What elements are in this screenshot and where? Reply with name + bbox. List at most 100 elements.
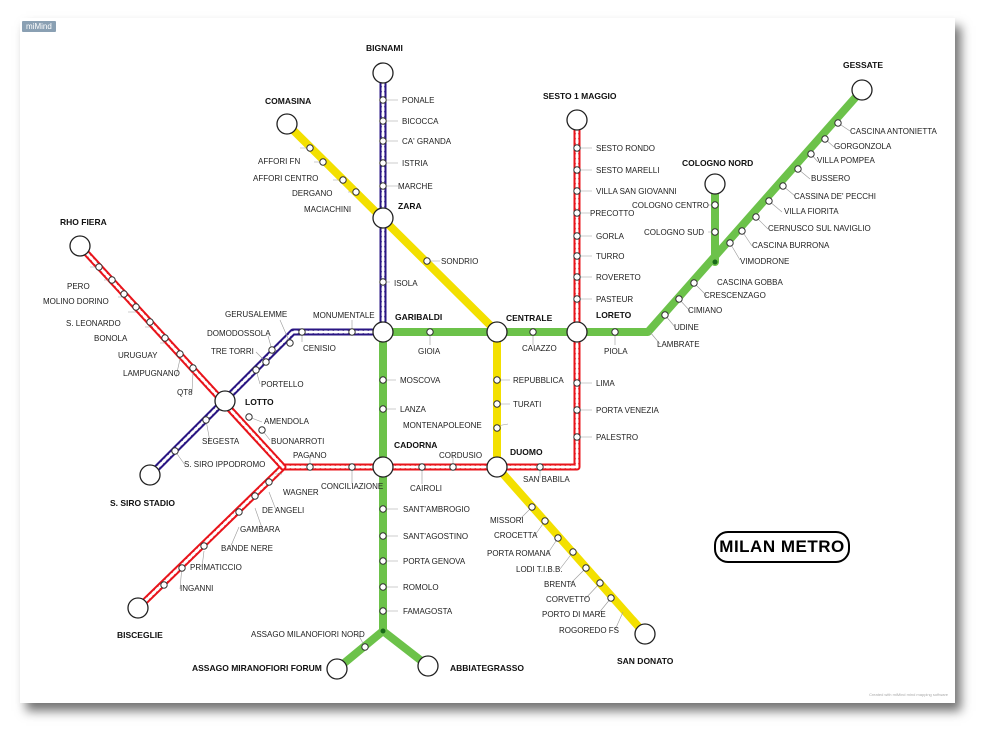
interchange-label: LORETO <box>596 310 632 320</box>
station-label: PORTELLO <box>261 380 304 389</box>
station-label: PORTO DI MARE <box>542 610 606 619</box>
interchange-label: DUOMO <box>510 447 543 457</box>
interchange-duomo-marker <box>486 456 508 478</box>
terminal-cologno-marker <box>704 173 726 195</box>
station-label: GERUSALEMME <box>225 310 287 319</box>
station-label: AFFORI FN <box>258 157 300 166</box>
station-label: SONDRIO <box>441 257 478 266</box>
station-label: COLOGNO SUD <box>644 228 704 237</box>
station-label: BICOCCA <box>402 117 439 126</box>
station-label: MACIACHINI <box>304 205 351 214</box>
station-label: DE ANGELI <box>262 506 304 515</box>
terminal-bisceglie-marker <box>127 597 149 619</box>
station-label: PASTEUR <box>596 295 633 304</box>
terminal-abbiategrasso-marker <box>417 655 439 677</box>
station-label: UDINE <box>674 323 699 332</box>
station-label: DERGANO <box>292 189 332 198</box>
station-label: PAGANO <box>293 451 327 460</box>
station-label: COLOGNO CENTRO <box>632 201 709 210</box>
station-label: DOMODOSSOLA <box>207 329 271 338</box>
terminal-label: ASSAGO MIRANOFIORI FORUM <box>192 663 322 673</box>
station-label: PALESTRO <box>596 433 638 442</box>
terminal-comasina-marker <box>276 113 298 135</box>
station-label: MOLINO DORINO <box>43 297 109 306</box>
station-label: ISOLA <box>394 279 418 288</box>
station-label: BUSSERO <box>811 174 850 183</box>
station-label: PORTA ROMANA <box>487 549 551 558</box>
station-label: MONUMENTALE <box>313 311 375 320</box>
terminal-label: S. SIRO STADIO <box>110 498 175 508</box>
terminal-label: COLOGNO NORD <box>682 158 753 168</box>
station-label: CAIAZZO <box>522 344 557 353</box>
interchange-label: GARIBALDI <box>395 312 442 322</box>
station-label: GAMBARA <box>240 525 281 534</box>
station-label: ISTRIA <box>402 159 428 168</box>
station-label: CA' GRANDA <box>402 137 452 146</box>
station-label: BRENTA <box>544 580 577 589</box>
credit-text: Created with miMind mind mapping softwar… <box>869 692 948 697</box>
station-label: LAMPUGNANO <box>123 369 180 378</box>
station-label: CRESCENZAGO <box>704 291 766 300</box>
station-label: CASCINA ANTONIETTA <box>850 127 937 136</box>
station-label: ROGOREDO FS <box>559 626 619 635</box>
station-label: PRIMATICCIO <box>190 563 242 572</box>
terminal-sandonato-marker <box>634 623 656 645</box>
terminal-label: SAN DONATO <box>617 656 674 666</box>
map-title: MILAN METRO <box>714 531 850 563</box>
terminal-rho-marker <box>69 235 91 257</box>
interchange-lotto-marker <box>214 390 236 412</box>
station-label: BUONARROTI <box>271 437 324 446</box>
terminal-label: BISCEGLIE <box>117 630 163 640</box>
line-purple-m5 <box>146 69 387 479</box>
interchange-loreto-marker <box>566 321 588 343</box>
station-label: CASCINA GOBBA <box>717 278 783 287</box>
station-label: PORTA VENEZIA <box>596 406 659 415</box>
station-label: ROMOLO <box>403 583 439 592</box>
station-label: SANT'AGOSTINO <box>403 532 468 541</box>
station-label: URUGUAY <box>118 351 158 360</box>
interchange-label: ZARA <box>398 201 422 211</box>
station-label: WAGNER <box>283 488 319 497</box>
station-label: BANDE NERE <box>221 544 273 553</box>
station-label: AFFORI CENTRO <box>253 174 318 183</box>
interchange-label: CENTRALE <box>506 313 553 323</box>
interchange-garibaldi-marker <box>372 321 394 343</box>
station-label: ASSAGO MILANOFIORI NORD <box>251 630 365 639</box>
station-label: VIMODRONE <box>740 257 789 266</box>
station-label: SESTO MARELLI <box>596 166 659 175</box>
station-label: PORTA GENOVA <box>403 557 466 566</box>
interchange-zara-marker <box>372 207 394 229</box>
station-label: LAMBRATE <box>657 340 700 349</box>
station-label: S. LEONARDO <box>66 319 121 328</box>
app-badge: miMind <box>22 21 56 32</box>
station-label: CASSINA DE' PECCHI <box>794 192 876 201</box>
station-label: CERNUSCO SUL NAVIGLIO <box>768 224 871 233</box>
station-label: CONCILIAZIONE <box>321 482 383 491</box>
station-label: MISSORI <box>490 516 524 525</box>
station-label: VILLA FIORITA <box>784 207 839 216</box>
interchange-centrale-marker <box>486 321 508 343</box>
station-label: REPUBBLICA <box>513 376 564 385</box>
station-label: CIMIANO <box>688 306 722 315</box>
station-label: MARCHE <box>398 182 433 191</box>
terminal-label: SESTO 1 MAGGIO <box>543 91 617 101</box>
station-label: TRE TORRI <box>211 347 254 356</box>
station-label: CROCETTA <box>494 531 538 540</box>
terminal-label: BIGNAMI <box>366 43 403 53</box>
station-label: CENISIO <box>303 344 336 353</box>
interchange-cadorna-marker <box>372 456 394 478</box>
terminal-label: COMASINA <box>265 96 311 106</box>
station-label: CASCINA BURRONA <box>752 241 830 250</box>
station-label: ROVERETO <box>596 273 641 282</box>
station-label: INGANNI <box>180 584 213 593</box>
terminal-sesto-marker <box>566 109 588 131</box>
station-label: VILLA POMPEA <box>817 156 875 165</box>
station-label: SANT'AMBROGIO <box>403 505 470 514</box>
terminal-label: RHO FIERA <box>60 217 107 227</box>
station-label: PERO <box>67 282 90 291</box>
station-label: CAIROLI <box>410 484 442 493</box>
station-label: LIMA <box>596 379 615 388</box>
station-label: CORDUSIO <box>439 451 482 460</box>
station-label: SESTO RONDO <box>596 144 655 153</box>
